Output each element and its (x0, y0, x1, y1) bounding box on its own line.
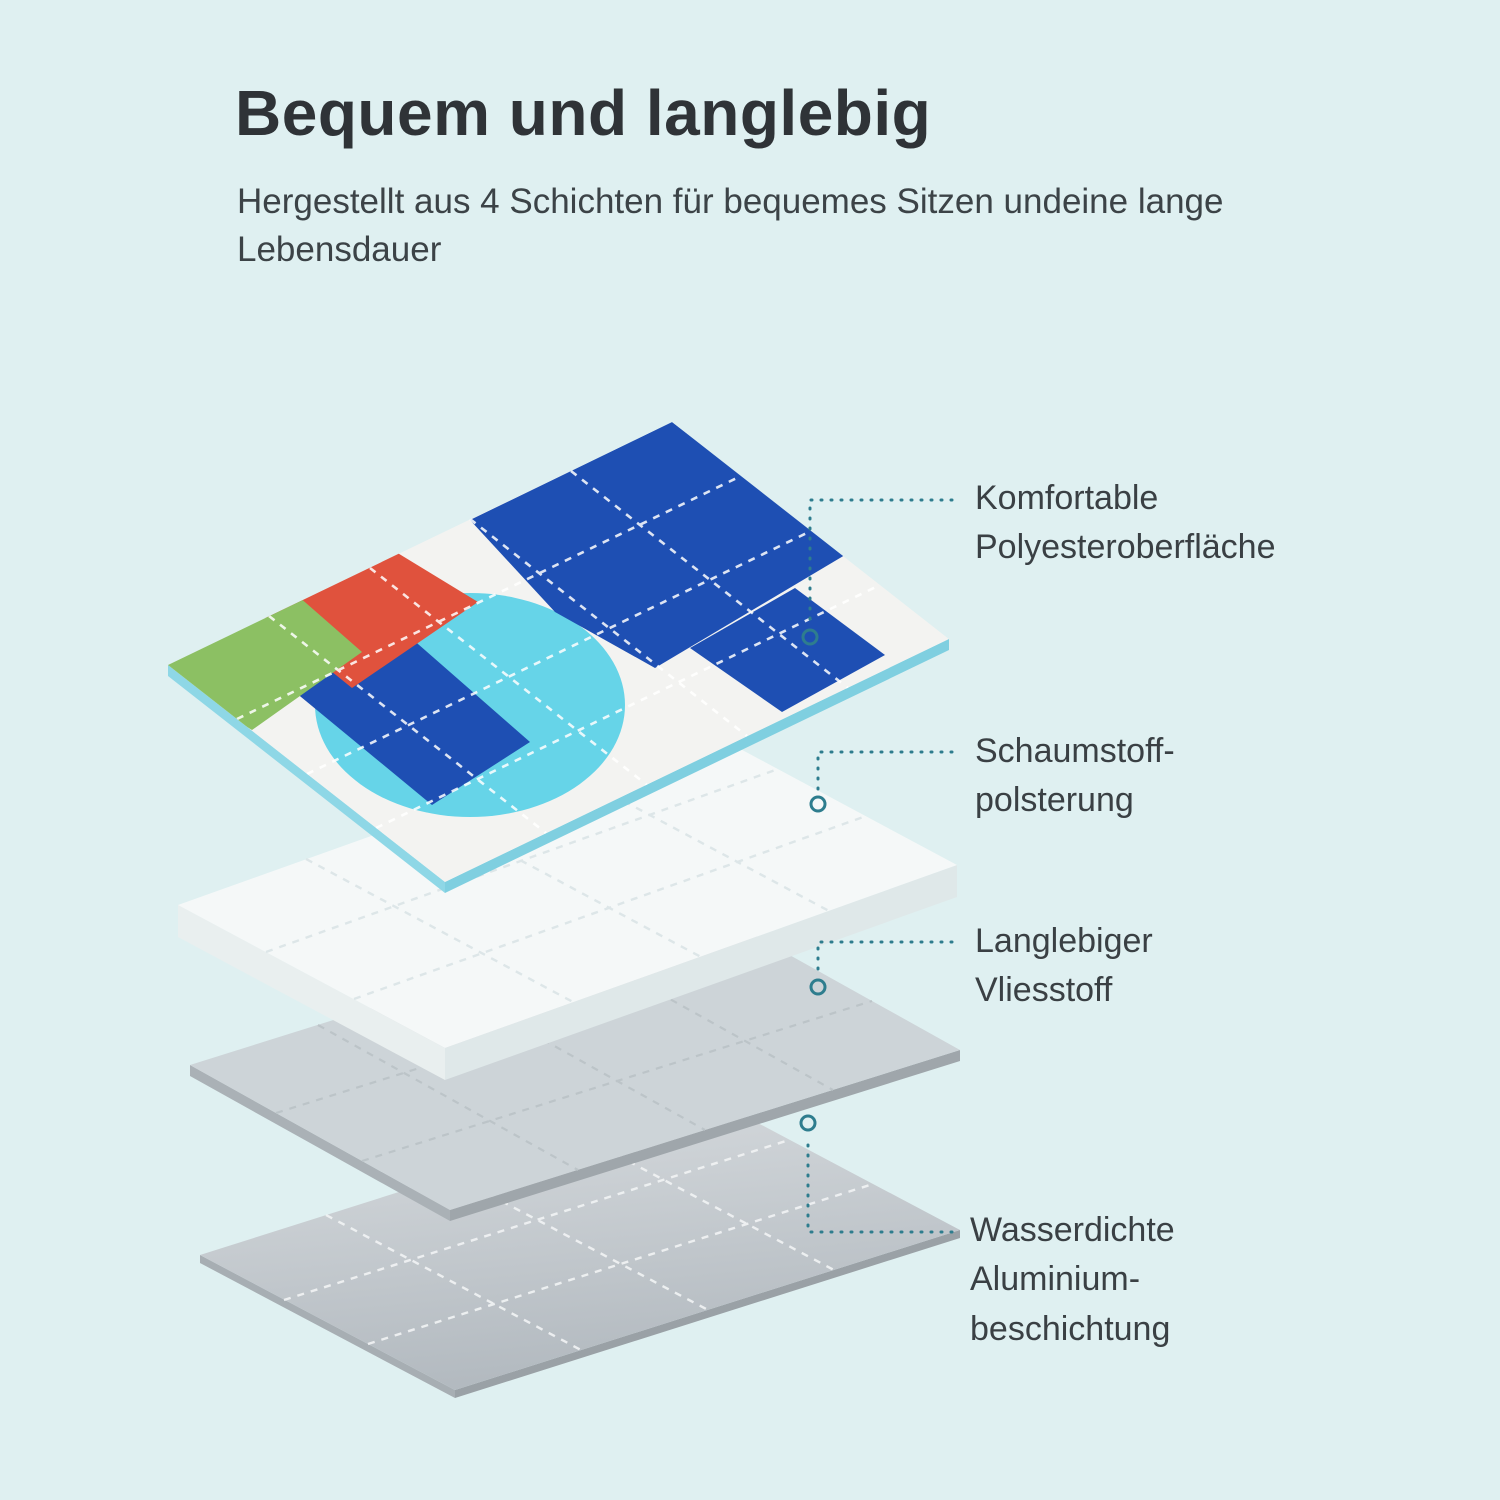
label-aluminum-coating: Wasserdichte Aluminium- beschichtung (970, 1206, 1175, 1354)
connector-line-fleece (816, 940, 954, 976)
aluminum-edge-left (200, 1255, 455, 1398)
fleece-top-face (190, 905, 960, 1210)
label-line: Wasserdichte (970, 1211, 1175, 1249)
foam-top-face (178, 722, 957, 1048)
connector-dot-aluminum (799, 1114, 817, 1132)
foam-edge-right (445, 865, 957, 1080)
label-line: Aluminium- (970, 1260, 1141, 1299)
label-line: Langlebiger (975, 922, 1153, 960)
pattern-blue-shape-right (690, 588, 885, 712)
polyester-edge-right (445, 639, 949, 893)
label-line: Komfortable (975, 479, 1159, 517)
label-line: Vliesstoff (975, 971, 1113, 1010)
label-polyester-surface: Komfortable Polyesteroberfläche (975, 474, 1276, 573)
label-connectors (799, 498, 954, 1234)
label-fleece: Langlebiger Vliesstoff (975, 917, 1153, 1016)
subtitle-line-2: eine lange Lebensdauer (237, 182, 1224, 270)
foam-quilting-lines (265, 766, 867, 1004)
aluminum-edge-right (455, 1230, 960, 1398)
layer-aluminum-coating (200, 1095, 960, 1398)
page-subtitle: Hergestellt aus 4 Schichten für bequemes… (237, 178, 1333, 275)
page-title: Bequem und langlebig (235, 77, 932, 149)
connector-dot-fleece (809, 978, 827, 996)
connector-line-polyester (808, 498, 954, 626)
polyester-top-face (168, 422, 949, 882)
foam-edge-left (178, 905, 445, 1080)
fleece-edge-right (450, 1050, 960, 1221)
label-line: Schaumstoff- (975, 732, 1175, 770)
layer-polyester-surface (168, 422, 949, 893)
label-line: beschichtung (970, 1309, 1171, 1348)
connector-line-foam (816, 750, 954, 793)
header: Bequem und langlebig Hergestellt aus 4 S… (235, 76, 1335, 275)
subtitle-line-1: Hergestellt aus 4 Schichten für bequemes… (237, 182, 1062, 221)
label-line: Polyesteroberfläche (975, 528, 1276, 567)
connector-dot-polyester (801, 628, 819, 646)
layer-foam-padding (178, 722, 957, 1080)
label-foam-padding: Schaumstoff- polsterung (975, 727, 1175, 826)
fleece-edge-left (190, 1065, 450, 1221)
polyester-quilting-lines (236, 469, 881, 835)
layer-fleece (190, 905, 960, 1221)
polyester-edge-left (168, 665, 445, 893)
label-line: polsterung (975, 781, 1134, 820)
connector-dot-foam (809, 795, 827, 813)
